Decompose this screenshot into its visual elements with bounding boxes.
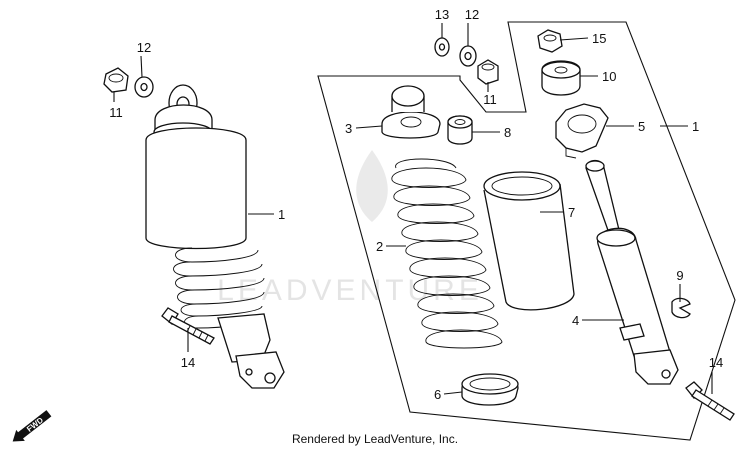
- callout-5: 5: [638, 119, 645, 134]
- clip-9: [671, 297, 691, 319]
- spring-2: [391, 158, 503, 349]
- callout-14-right: 14: [709, 355, 723, 370]
- callout-8: 8: [504, 125, 511, 140]
- callout-4: 4: [572, 313, 579, 328]
- callout-12-left: 12: [137, 40, 151, 55]
- callout-1-left: 1: [278, 207, 285, 222]
- callout-11-right: 11: [483, 92, 497, 107]
- nut-11-left: [103, 67, 129, 93]
- callout-11-left: 11: [109, 105, 123, 120]
- washer-12-left: [134, 76, 154, 98]
- spring-seat-3: [381, 85, 441, 139]
- assembled-shock-absorber: [145, 84, 285, 389]
- bushing-8: [447, 115, 473, 145]
- callout-7: 7: [568, 205, 575, 220]
- leader-lines: [113, 23, 713, 395]
- bolt-14-left: [161, 307, 215, 345]
- nut-15: [537, 29, 563, 53]
- callout-labels: 13 12 12 11 11 15 10 3 8 5 1 1 7 2 9 4 1…: [109, 7, 723, 402]
- stopper-5: [555, 103, 609, 159]
- credit-text: Rendered by LeadVenture, Inc.: [291, 432, 459, 446]
- watermark-flame-icon: [356, 150, 388, 222]
- fwd-arrow-icon: [12, 410, 52, 442]
- washer-12-right: [459, 45, 477, 67]
- callout-2: 2: [376, 239, 383, 254]
- callout-10: 10: [602, 69, 616, 84]
- exploded-group-frame: [317, 21, 736, 441]
- bolt-14-right: [685, 381, 735, 421]
- bushing-10: [541, 60, 581, 96]
- callout-1-right: 1: [692, 119, 699, 134]
- seat-ring-6: [461, 373, 519, 406]
- callout-12-right: 12: [465, 7, 479, 22]
- watermark-text: LEADVENTURE: [217, 274, 483, 307]
- callout-6: 6: [434, 387, 441, 402]
- washer-13: [434, 37, 450, 57]
- watermark: LEADVENTURE: [217, 150, 483, 307]
- dust-cover-7: [483, 171, 575, 311]
- callout-9: 9: [676, 268, 683, 283]
- nut-11-right: [477, 59, 499, 85]
- callout-13: 13: [435, 7, 449, 22]
- callout-3: 3: [345, 121, 352, 136]
- callout-14-left: 14: [181, 355, 195, 370]
- damper-4: [585, 159, 679, 385]
- callout-15: 15: [592, 31, 606, 46]
